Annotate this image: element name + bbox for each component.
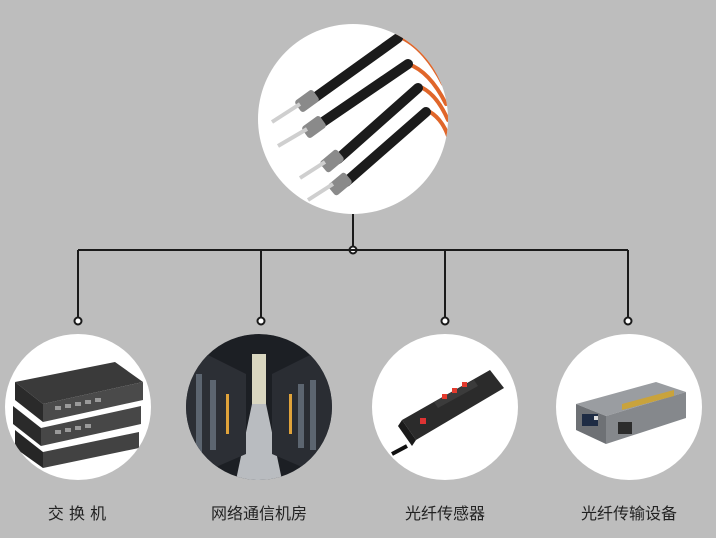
label-switch: 交 换 机: [47, 504, 107, 523]
fiber-patch-cord-node: [258, 24, 448, 214]
network-switch-node: [5, 334, 151, 480]
media-converter-node: [556, 334, 702, 480]
fiber-optic-patch-cord-image: [270, 33, 448, 202]
network-switch-image: [13, 362, 143, 468]
label-fiber-sensor: 光纤传感器: [404, 504, 485, 523]
label-data-center: 网络通信机房: [210, 504, 307, 523]
media-converter-image: [576, 382, 686, 444]
data-center-room-image: [186, 334, 332, 480]
fiber-sensor-node: [372, 334, 518, 480]
label-transmission-equipment: 光纤传输设备: [580, 504, 677, 523]
fiber-optic-sensor-image: [391, 370, 504, 456]
data-center-node: [186, 334, 332, 480]
